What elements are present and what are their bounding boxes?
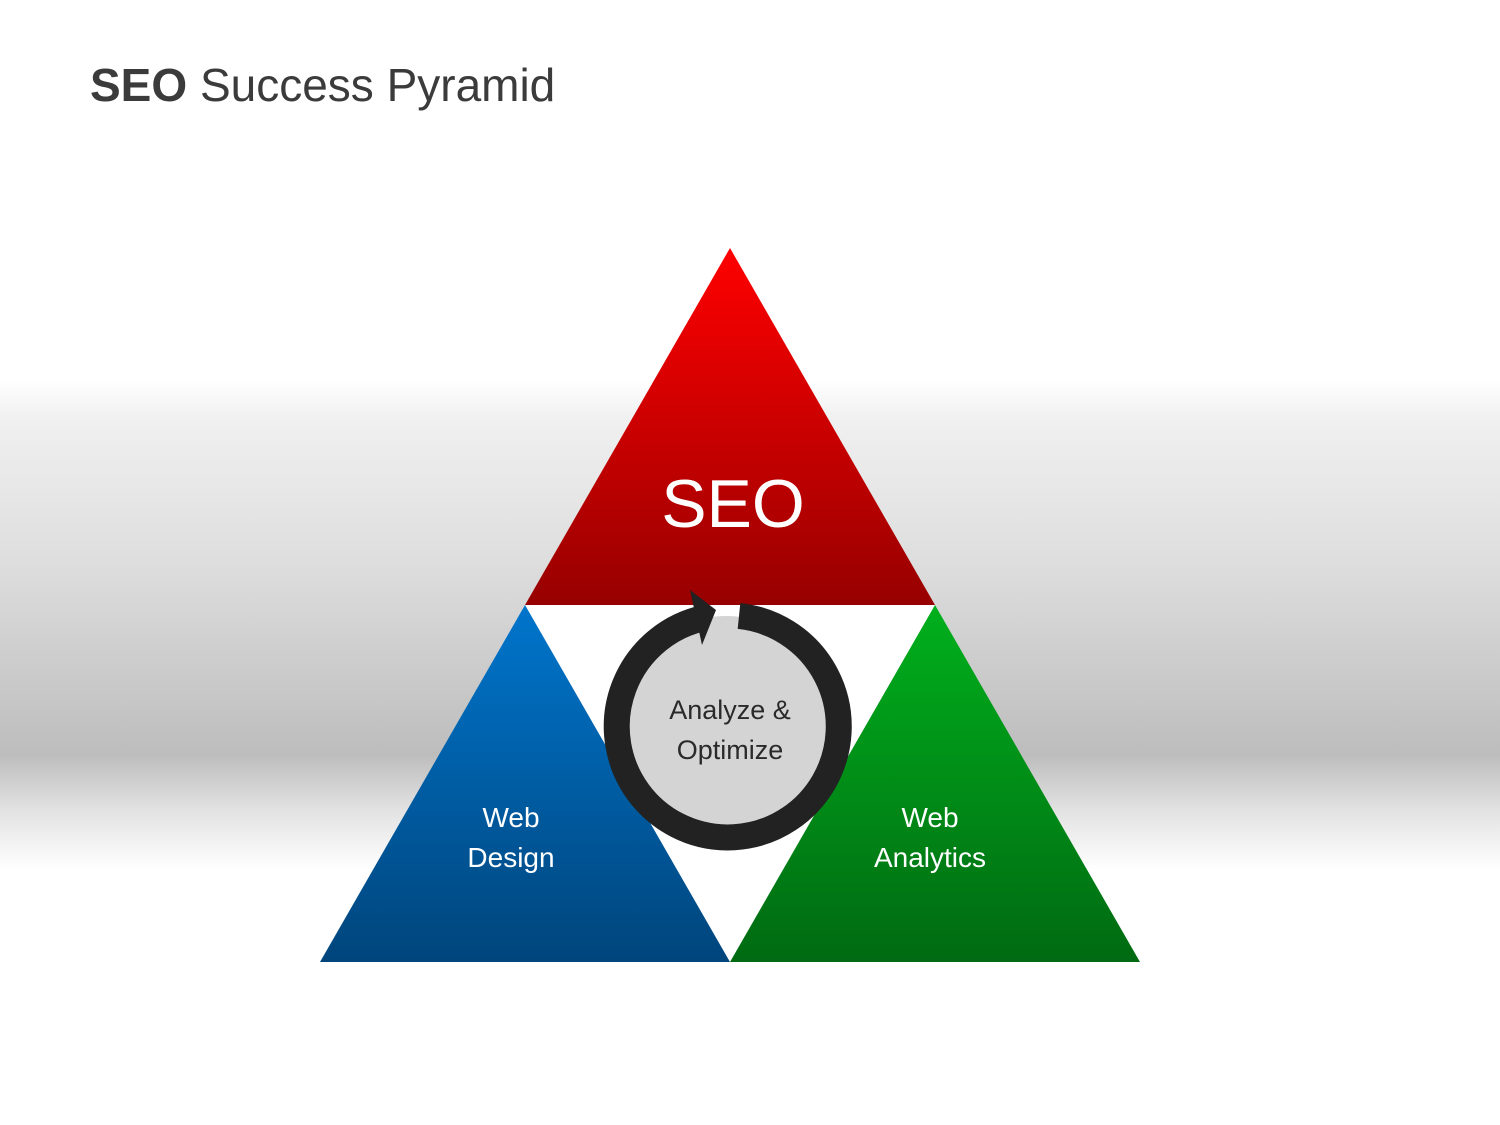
web-design-label-line2: Design: [467, 842, 554, 873]
analyze-label-line1: Analyze &: [669, 695, 791, 725]
seo-triangle: [525, 248, 935, 605]
slide-title: SEO Success Pyramid: [90, 58, 555, 112]
title-bold: SEO: [90, 59, 188, 111]
web-analytics-triangle: [730, 605, 1140, 962]
title-regular: Success Pyramid: [199, 59, 556, 111]
cycle-arrow-ring: [603, 603, 852, 851]
cycle-center: [616, 616, 836, 836]
web-analytics-label-line2: Analytics: [874, 842, 986, 873]
analyze-label-line2: Optimize: [677, 735, 784, 765]
seo-label: SEO: [661, 466, 805, 542]
cycle-arrow-head-icon: [690, 590, 716, 645]
web-design-triangle: [320, 605, 730, 962]
web-design-label-line1: Web: [482, 802, 539, 833]
web-analytics-label-line1: Web: [901, 802, 958, 833]
